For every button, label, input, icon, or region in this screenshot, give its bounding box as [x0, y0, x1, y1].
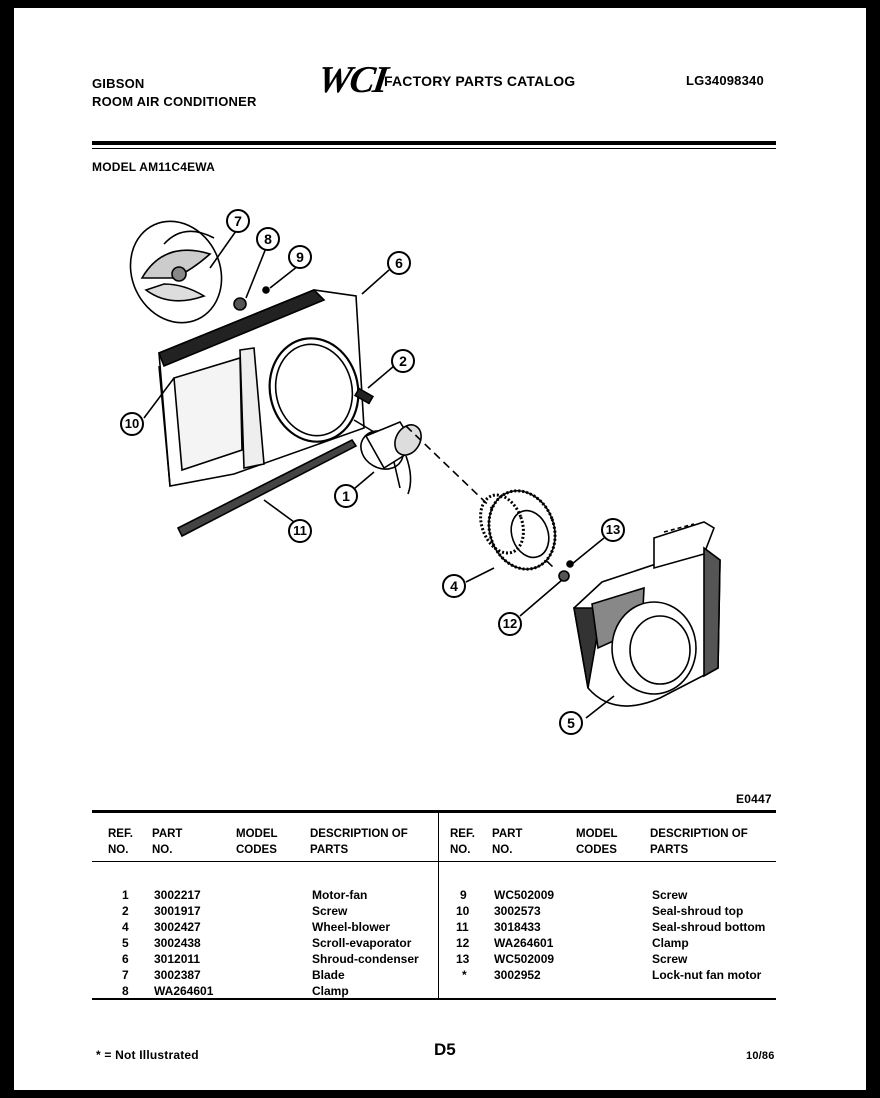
part-no: 3002438 [154, 936, 201, 950]
part-description: Wheel-blower [312, 920, 391, 934]
ref-no: 10 [456, 904, 470, 918]
col-header-codes-right: MODEL CODES [576, 828, 618, 856]
part-no: 3002573 [494, 904, 541, 918]
screw-part-2 [353, 387, 375, 405]
table-bottom-rule [92, 998, 776, 1000]
table-top-rule [92, 810, 776, 813]
header-rule-thin [92, 148, 776, 149]
ref-no: 11 [456, 920, 469, 934]
part-description: Lock-nut fan motor [652, 968, 762, 982]
header-rule-thick [92, 141, 776, 145]
product-name: ROOM AIR CONDITIONER [92, 94, 257, 109]
exploded-parts-diagram [120, 209, 721, 735]
part-description: Screw [652, 952, 688, 966]
part-no: 3002387 [154, 968, 201, 982]
motor-fan-part [353, 419, 422, 495]
col-header-ref-left: REF. NO. [108, 828, 133, 856]
callout-11: 11 [293, 523, 307, 538]
shroud-condenser-part [157, 289, 365, 487]
catalog-title: FACTORY PARTS CATALOG [384, 73, 576, 89]
ref-no: * [462, 968, 467, 982]
col-header-desc-right: DESCRIPTION OF PARTS [650, 828, 748, 856]
callout-7: 7 [234, 213, 242, 229]
callout-8: 8 [264, 231, 272, 247]
ref-no: 5 [122, 936, 129, 950]
scroll-evaporator-part [573, 521, 721, 707]
part-no: 3001917 [154, 904, 201, 918]
ref-no: 2 [122, 904, 129, 918]
table-header-rule [92, 861, 776, 862]
part-description: Motor-fan [312, 888, 368, 902]
figure-id: E0447 [736, 792, 772, 806]
callout-9: 9 [296, 249, 304, 265]
ref-no: 6 [122, 952, 129, 966]
ref-no: 13 [456, 952, 470, 966]
part-description: Clamp [312, 984, 349, 998]
part-description: Screw [652, 888, 688, 902]
page-number: D5 [434, 1040, 456, 1059]
callout-13: 13 [605, 522, 621, 537]
part-description: Seal-shroud top [652, 904, 744, 918]
part-description: Scroll-evaporator [312, 936, 412, 950]
callout-2: 2 [399, 353, 407, 369]
part-description: Clamp [652, 936, 689, 950]
not-illustrated-note: * = Not Illustrated [96, 1048, 199, 1062]
ref-no: 12 [456, 936, 470, 950]
col-header-ref-right: REF. NO. [450, 828, 475, 856]
part-description: Blade [312, 968, 345, 982]
ref-no: 4 [122, 920, 129, 934]
part-no: WC502009 [494, 952, 555, 966]
callout-5: 5 [567, 715, 575, 731]
part-description: Shroud-condenser [312, 952, 419, 966]
model-label: MODEL AM11C4EWA [92, 160, 216, 174]
screw-part-9 [262, 286, 270, 294]
callout-6: 6 [395, 255, 403, 271]
callout-10: 10 [124, 416, 140, 431]
part-no: 3002427 [154, 920, 201, 934]
part-no: 3012011 [154, 952, 201, 966]
revision-date: 10/86 [746, 1050, 775, 1062]
clamp-part-8 [233, 297, 247, 311]
catalog-number: LG34098340 [686, 73, 764, 88]
part-description: Screw [312, 904, 348, 918]
clamp-part-12 [558, 570, 570, 582]
part-no: 3002217 [154, 888, 201, 902]
fan-blade-part [129, 220, 223, 324]
part-no: 3002952 [494, 968, 541, 982]
callout-12: 12 [502, 616, 518, 631]
table-divider [438, 813, 439, 999]
callout-1: 1 [342, 488, 350, 504]
col-header-codes-left: MODEL CODES [236, 828, 278, 856]
col-header-part-left: PART NO. [152, 828, 183, 856]
col-header-desc-left: DESCRIPTION OF PARTS [310, 828, 408, 856]
seal-shroud-bottom-part [176, 438, 358, 538]
part-no: WA264601 [494, 936, 554, 950]
callout-4: 4 [450, 578, 458, 594]
col-header-part-right: PART NO. [492, 828, 523, 856]
ref-no: 1 [122, 888, 129, 902]
brand-name: GIBSON [92, 76, 145, 91]
part-description: Seal-shroud bottom [652, 920, 766, 934]
part-no: WC502009 [494, 888, 555, 902]
parts-catalog-page: GIBSON ROOM AIR CONDITIONER WCI FACTORY … [14, 8, 866, 1090]
ref-no: 7 [122, 968, 129, 982]
ref-no: 8 [122, 984, 129, 998]
part-no: 3018433 [494, 920, 541, 934]
ref-no: 9 [460, 888, 467, 902]
part-no: WA264601 [154, 984, 214, 998]
wheel-blower-part [479, 489, 557, 571]
